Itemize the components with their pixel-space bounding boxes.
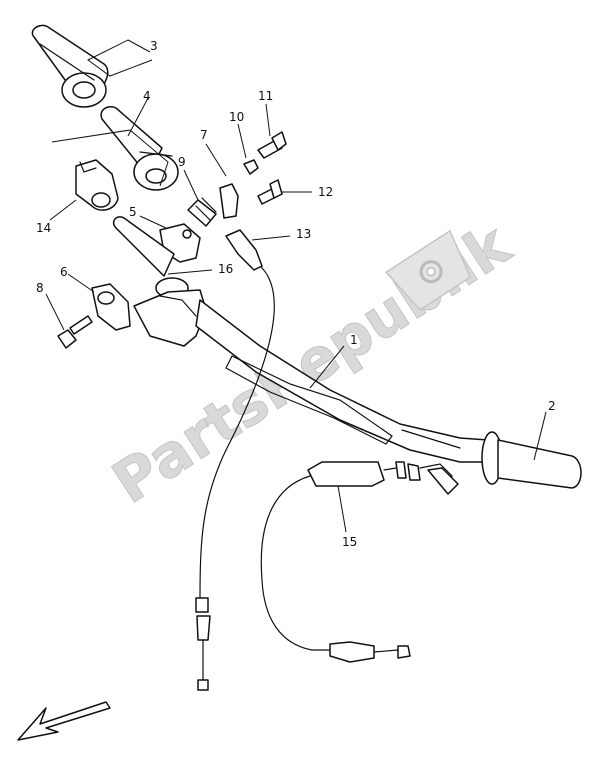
adjuster-9 <box>187 199 217 227</box>
nut-10 <box>243 159 259 175</box>
callout-10: 10 <box>229 110 244 124</box>
callout-13: 13 <box>296 227 311 241</box>
throttle-cable <box>195 229 275 691</box>
callout-2: 2 <box>548 399 556 413</box>
cable-end-7 <box>201 183 239 219</box>
holder-16 <box>133 289 207 347</box>
callout-5: 5 <box>129 205 137 219</box>
clutch-cable <box>260 461 459 663</box>
callout-8: 8 <box>36 281 44 295</box>
callout-1: 1 <box>350 333 358 347</box>
leader-lines <box>45 39 547 533</box>
callout-12: 12 <box>318 185 333 199</box>
bolt-8 <box>57 315 93 349</box>
screw-12 <box>257 179 283 205</box>
throttle-housing-lower <box>75 159 119 211</box>
watermark-gear-icon <box>385 229 472 311</box>
throttle-tube <box>100 106 179 191</box>
callout-9: 9 <box>178 155 186 169</box>
screw-11 <box>257 131 287 159</box>
callout-3: 3 <box>150 39 158 53</box>
clamp <box>91 283 131 331</box>
callout-16: 16 <box>218 262 233 276</box>
callout-15: 15 <box>342 535 357 549</box>
front-direction-arrow-icon <box>17 701 111 741</box>
callout-4: 4 <box>143 89 151 103</box>
callout-11: 11 <box>258 89 273 103</box>
right-grip <box>481 431 582 489</box>
left-grip-upper <box>31 24 109 108</box>
callout-6: 6 <box>60 265 68 279</box>
callout-14: 14 <box>36 221 51 235</box>
callout-labels: 3 4 14 5 6 8 7 9 10 11 12 13 16 1 2 15 <box>36 39 556 549</box>
callout-7: 7 <box>200 128 208 142</box>
